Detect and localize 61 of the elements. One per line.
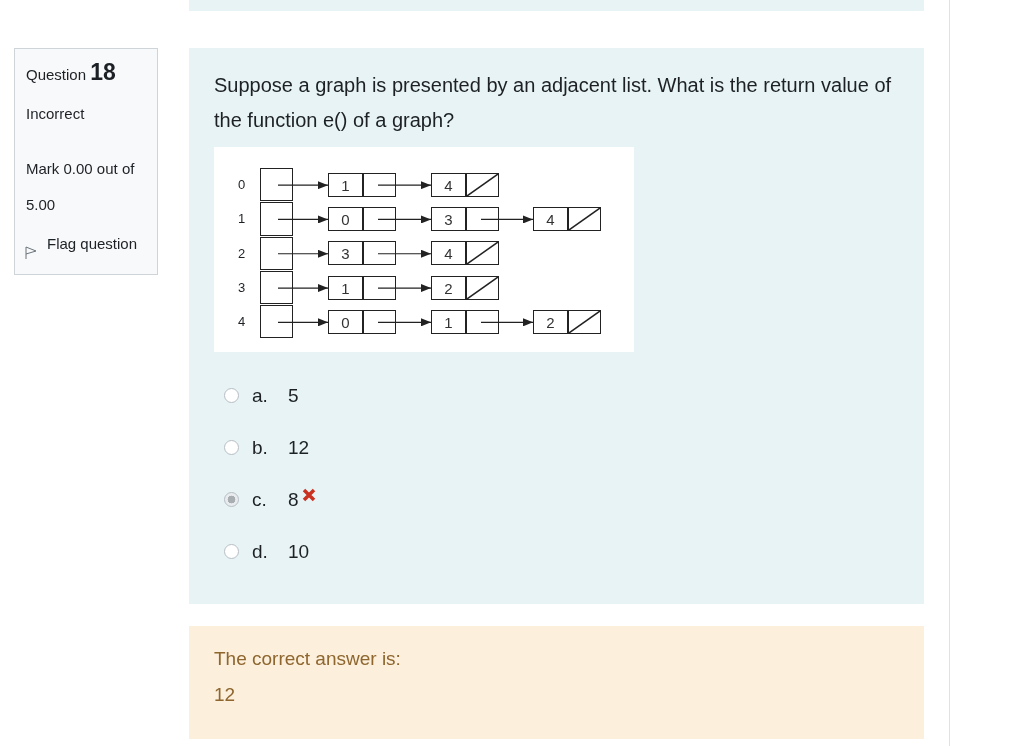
- list-node: [431, 275, 499, 300]
- node-value: 4: [443, 176, 454, 194]
- index-label: 4: [238, 314, 246, 330]
- node-value: 1: [340, 176, 351, 194]
- index-label: 1: [238, 211, 246, 227]
- arrow: [377, 215, 432, 224]
- option-text: 12: [288, 437, 310, 459]
- arrow: [277, 318, 329, 327]
- status-text: Incorrect: [26, 105, 85, 122]
- index-label: 0: [238, 177, 246, 192]
- node-value: 3: [443, 210, 454, 228]
- option-letter: c.: [252, 489, 267, 511]
- node-value: 0: [340, 313, 351, 331]
- arrow: [480, 215, 534, 224]
- list-node: [328, 172, 396, 197]
- arrow: [277, 284, 329, 293]
- list-node: [328, 241, 396, 266]
- question-number: Question 18: [26, 59, 116, 86]
- array-cell: [260, 236, 293, 270]
- list-node: [431, 309, 499, 334]
- node-value: 4: [443, 245, 454, 263]
- list-node: [431, 241, 499, 266]
- flag-link: Flag question: [47, 235, 138, 252]
- node-value: 4: [545, 210, 556, 228]
- node-value: 2: [545, 313, 556, 331]
- arrow: [377, 181, 432, 190]
- list-node: [533, 206, 601, 231]
- node-value: 1: [340, 279, 351, 297]
- arrow: [377, 284, 432, 293]
- arrow: [377, 318, 432, 327]
- option-text: 10: [288, 541, 310, 563]
- arrow: [277, 181, 329, 190]
- node-value: 1: [443, 313, 454, 331]
- option-letter: d.: [252, 541, 268, 563]
- array-cell: [260, 305, 293, 339]
- index-label: 3: [238, 279, 246, 295]
- list-node: [328, 275, 396, 300]
- array-cell: [260, 168, 293, 202]
- option-text: 8: [288, 489, 299, 511]
- list-node: [328, 206, 396, 231]
- mark-text: Mark 0.00 out of 5.00: [26, 159, 136, 215]
- arrow: [377, 249, 432, 258]
- array-cell: [260, 202, 293, 236]
- list-node: [431, 172, 499, 197]
- arrow: [480, 318, 534, 327]
- list-node: [328, 309, 396, 334]
- correct-answer: 12: [214, 684, 236, 706]
- arrow: [277, 249, 329, 258]
- question-text: Suppose a graph is presented by an adjacent list. What is the return value of the function e() of a graph?: [214, 73, 893, 133]
- option-letter: a.: [252, 385, 268, 407]
- array-cell: [260, 270, 293, 305]
- index-label: 2: [238, 245, 246, 261]
- node-value: 3: [340, 245, 351, 263]
- node-value: 0: [340, 210, 351, 228]
- node-value: 2: [443, 279, 454, 297]
- option-letter: b.: [252, 437, 268, 459]
- feedback-text: The correct answer is:: [214, 648, 401, 670]
- list-node: [533, 309, 601, 334]
- arrow: [277, 215, 329, 224]
- option-text: 5: [288, 385, 299, 407]
- list-node: [431, 206, 499, 231]
